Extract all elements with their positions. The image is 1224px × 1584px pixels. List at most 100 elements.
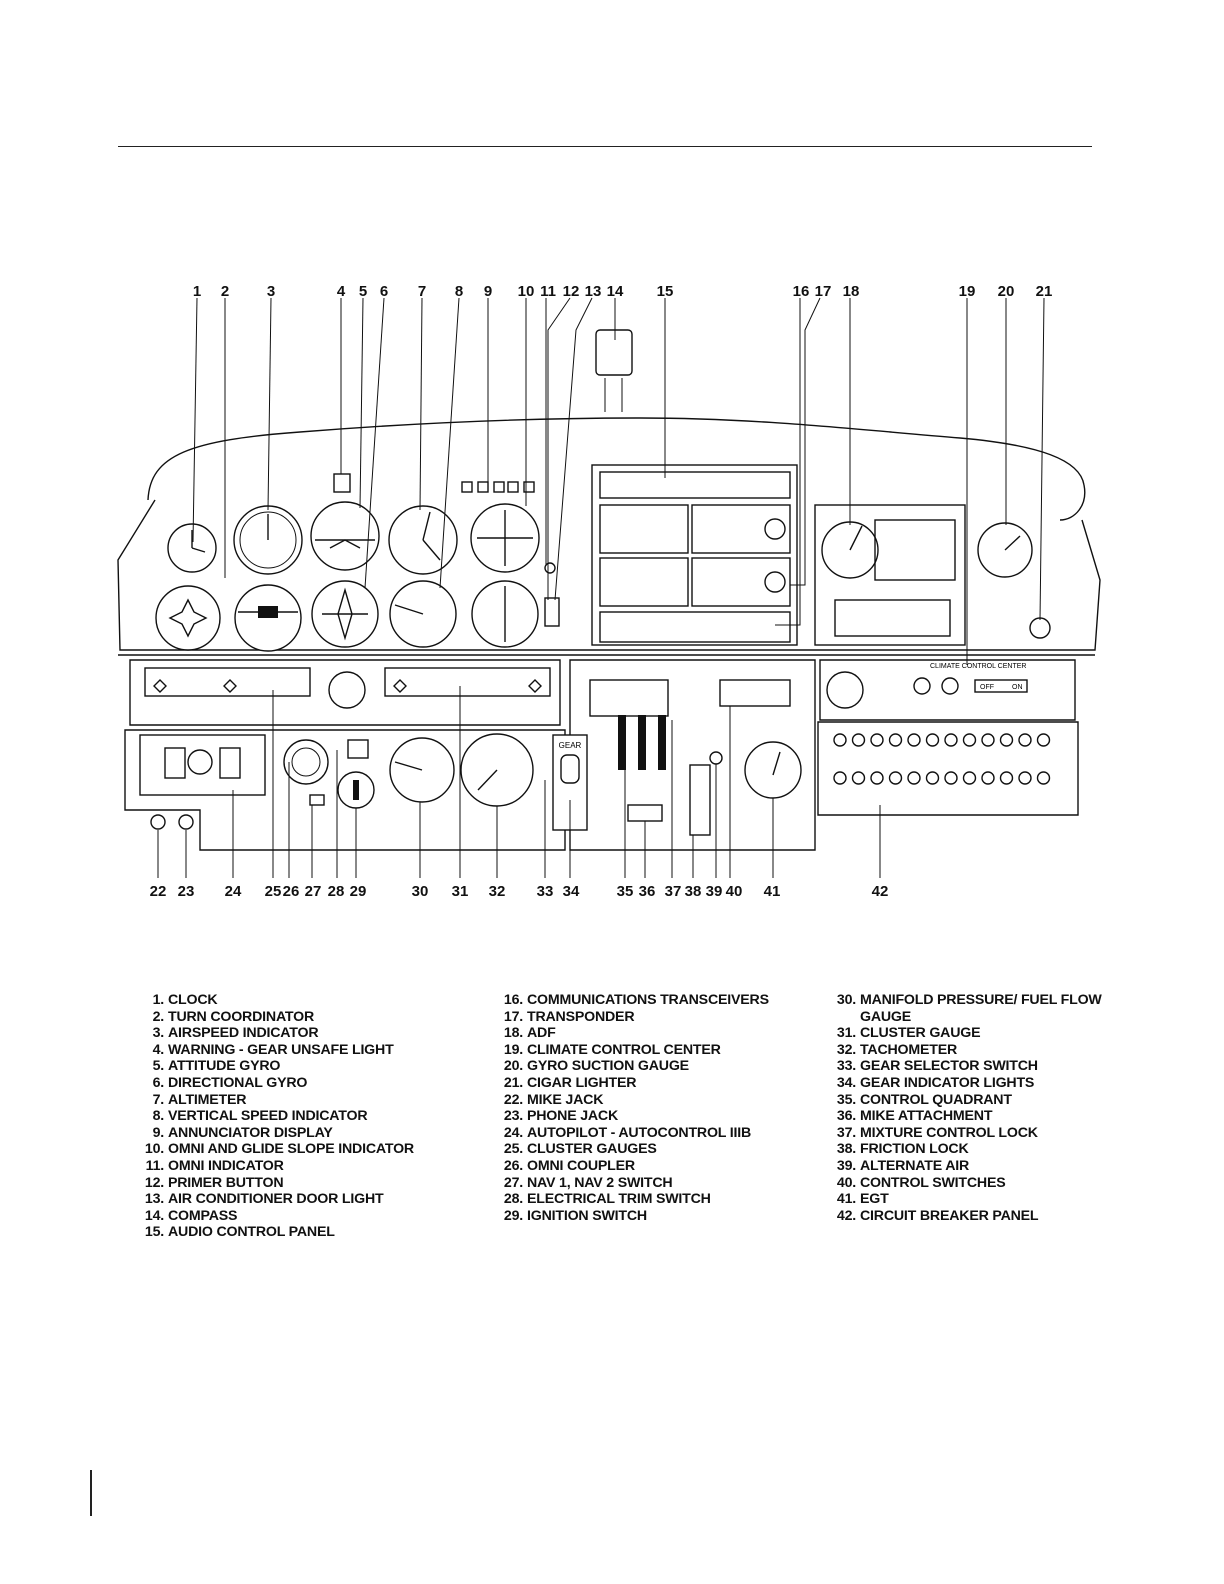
cluster-gauges-right	[384, 667, 551, 697]
control-switches	[719, 679, 791, 707]
callout-3: 3	[267, 283, 275, 300]
callout-28: 28	[328, 883, 345, 900]
legend-item-number: 20.	[503, 1058, 523, 1075]
legend-item-number: 42.	[836, 1207, 856, 1224]
callout-15: 15	[657, 283, 674, 300]
callout-13: 13	[585, 283, 602, 300]
audio-control-panel	[599, 471, 791, 499]
legend-item-text: GEAR SELECTOR SWITCH	[860, 1058, 1038, 1075]
legend-item-text: PRIMER BUTTON	[168, 1174, 284, 1191]
legend-item-text: AUDIO CONTROL PANEL	[168, 1224, 335, 1241]
legend-item-text: CLUSTER GAUGE	[860, 1025, 981, 1042]
turn-coordinator-gauge	[234, 584, 302, 652]
callout-23: 23	[178, 883, 195, 900]
legend-item-number: 40.	[836, 1174, 856, 1191]
callout-41: 41	[764, 883, 781, 900]
circuit-breaker	[944, 733, 958, 747]
callout-numbers-bottom: 22 23 24 25 26 27 28 29 30 31 32 33 34 3…	[150, 883, 889, 900]
callout-21: 21	[1036, 283, 1053, 300]
circuit-breaker	[907, 771, 921, 785]
legend-item-text: AUTOPILOT - AUTOCONTROL IIIB	[527, 1124, 752, 1141]
comm-transceiver-2	[691, 557, 791, 607]
omni-glide-slope-gauge	[470, 503, 540, 573]
legend-item: 38.FRICTION LOCK	[830, 1141, 1130, 1158]
legend-item-number: 39.	[836, 1157, 856, 1174]
legend-item-number: 16.	[503, 992, 523, 1008]
callout-8: 8	[455, 283, 463, 300]
omni-coupler	[283, 739, 329, 785]
legend-item: 3.AIRSPEED INDICATOR	[138, 1025, 478, 1042]
legend-item-number: 33.	[836, 1058, 856, 1075]
legend-item-number: 29.	[503, 1207, 523, 1224]
legend-item-text: AIR CONDITIONER DOOR LIGHT	[168, 1191, 384, 1208]
callout-7: 7	[418, 283, 426, 300]
legend-item-text: IGNITION SWITCH	[527, 1207, 647, 1224]
legend-item-text: WARNING - GEAR UNSAFE LIGHT	[168, 1041, 394, 1058]
callout-35: 35	[617, 883, 634, 900]
legend-item-text: OMNI COUPLER	[527, 1157, 635, 1174]
legend-item-text: AIRSPEED INDICATOR	[168, 1025, 319, 1042]
circuit-breaker	[944, 771, 958, 785]
header-rule	[118, 146, 1092, 147]
legend-item-number: 14.	[144, 1207, 164, 1224]
on-label: ON	[1012, 684, 1023, 691]
legend-item-number: 26.	[503, 1157, 523, 1174]
legend-item-number: 9.	[152, 1124, 165, 1141]
egt-gauge	[744, 741, 802, 799]
callout-36: 36	[639, 883, 656, 900]
legend-item-number: 35.	[836, 1091, 856, 1108]
callout-4: 4	[337, 283, 346, 300]
legend-item: 16.COMMUNICATIONS TRANSCEIVERS	[497, 992, 797, 1009]
legend-item: 34.GEAR INDICATOR LIGHTS	[830, 1075, 1130, 1092]
gear-unsafe-light	[333, 473, 351, 493]
circuit-breaker	[833, 771, 847, 785]
legend-item: 14.COMPASS	[138, 1208, 478, 1225]
legend-item-number: 8.	[152, 1108, 165, 1125]
circuit-breaker	[999, 733, 1014, 747]
callout-32: 32	[489, 883, 506, 900]
callout-22: 22	[150, 883, 167, 900]
legend-item-text: MIXTURE CONTROL LOCK	[860, 1124, 1038, 1141]
off-label: OFF	[980, 684, 994, 691]
circuit-breaker	[962, 733, 977, 747]
legend-item-text: FRICTION LOCK	[860, 1141, 969, 1158]
legend-item: 21.CIGAR LIGHTER	[497, 1075, 797, 1092]
circuit-breaker	[1018, 771, 1032, 785]
circuit-breaker	[962, 771, 977, 785]
callout-29: 29	[350, 883, 367, 900]
adf-gauge	[814, 504, 966, 646]
tachometer	[460, 733, 534, 807]
legend-item-number: 36.	[836, 1108, 856, 1125]
legend-item-number: 24.	[503, 1124, 523, 1141]
leader-lines-bottom	[157, 686, 881, 878]
legend-item-number: 21.	[503, 1074, 523, 1091]
circuit-breaker	[999, 771, 1014, 785]
legend-item-text: COMMUNICATIONS TRANSCEIVERS	[527, 992, 769, 1008]
legend-item-number: 1.	[152, 992, 165, 1008]
callout-11: 11	[540, 283, 556, 300]
legend-item-text: MANIFOLD PRESSURE/ FUEL FLOW GAUGE	[860, 992, 1102, 1025]
legend-item: 5.ATTITUDE GYRO	[138, 1058, 478, 1075]
legend-item-text: GEAR INDICATOR LIGHTS	[860, 1074, 1035, 1091]
legend-item-text: ANNUNCIATOR DISPLAY	[168, 1124, 333, 1141]
manifold-pressure-gauge	[389, 737, 455, 803]
callout-33: 33	[537, 883, 554, 900]
legend-item-number: 5.	[152, 1058, 165, 1075]
callout-5: 5	[359, 283, 367, 300]
legend-item-text: NAV 1, NAV 2 SWITCH	[527, 1174, 673, 1191]
air-conditioner-door-light	[544, 597, 560, 627]
transponder	[599, 611, 791, 643]
legend-item-number: 6.	[152, 1074, 165, 1091]
legend-item-text: CLUSTER GAUGES	[527, 1141, 657, 1158]
circuit-breaker	[981, 771, 995, 785]
circuit-breaker	[925, 733, 940, 747]
legend-item-number: 18.	[503, 1025, 523, 1042]
legend-item: 7.ALTIMETER	[138, 1092, 478, 1109]
legend-item: 31.CLUSTER GAUGE	[830, 1025, 1130, 1042]
cluster-gauges-left	[144, 667, 311, 697]
climate-control-center: CLIMATE CONTROL CENTER OFF ON	[826, 663, 1028, 709]
legend-item: 4.WARNING - GEAR UNSAFE LIGHT	[138, 1042, 478, 1059]
callout-39: 39	[706, 883, 723, 900]
legend-item-text: COMPASS	[168, 1207, 238, 1224]
